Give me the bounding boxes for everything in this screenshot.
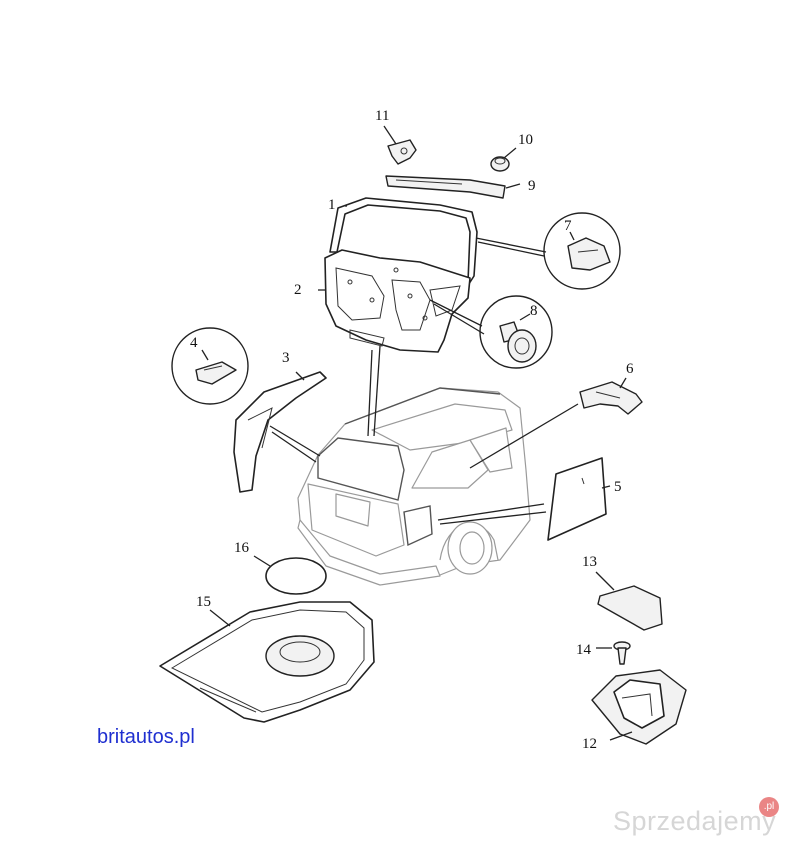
detail-circle-7 bbox=[543, 212, 621, 290]
label-13: 13 bbox=[582, 554, 597, 570]
source-credit-link[interactable]: britautos.pl bbox=[97, 726, 195, 748]
part-10-clip bbox=[490, 156, 510, 172]
part-13-cover bbox=[597, 585, 663, 631]
part-9-upper-trim bbox=[385, 175, 506, 199]
detail-circle-8 bbox=[479, 295, 553, 369]
car-body bbox=[297, 387, 531, 586]
part-6-corner-trim bbox=[579, 381, 643, 415]
part-16-round-cover bbox=[265, 557, 327, 595]
part-3-side-trim bbox=[233, 371, 327, 493]
label-1: 1 bbox=[328, 197, 336, 213]
label-14: 14 bbox=[576, 642, 592, 658]
label-12: 12 bbox=[582, 736, 597, 752]
number-labels: 1 2 3 4 5 6 7 8 9 10 11 12 13 14 15 16 bbox=[190, 108, 634, 752]
leader-lines bbox=[201, 125, 633, 741]
label-6: 6 bbox=[626, 361, 634, 377]
label-4: 4 bbox=[190, 335, 198, 351]
label-3: 3 bbox=[282, 350, 290, 366]
label-2: 2 bbox=[294, 282, 302, 298]
watermark-text: Sprzedajemy bbox=[613, 806, 777, 836]
part-11-bracket bbox=[387, 139, 417, 165]
label-5: 5 bbox=[614, 479, 622, 495]
label-15: 15 bbox=[196, 594, 211, 610]
label-10: 10 bbox=[518, 132, 533, 148]
detail-circle-4 bbox=[171, 327, 249, 405]
part-15-floor-panel bbox=[159, 601, 375, 723]
label-8: 8 bbox=[530, 303, 538, 319]
watermark-badge: .pl bbox=[759, 797, 779, 817]
label-9: 9 bbox=[528, 178, 536, 194]
label-7: 7 bbox=[564, 218, 572, 234]
label-11: 11 bbox=[375, 108, 389, 124]
part-2-tailgate-panel bbox=[324, 249, 471, 353]
part-5-side-panel bbox=[547, 457, 607, 541]
label-16: 16 bbox=[234, 540, 250, 556]
part-12-handle-recess bbox=[591, 669, 687, 745]
part-14-screw bbox=[613, 641, 631, 665]
